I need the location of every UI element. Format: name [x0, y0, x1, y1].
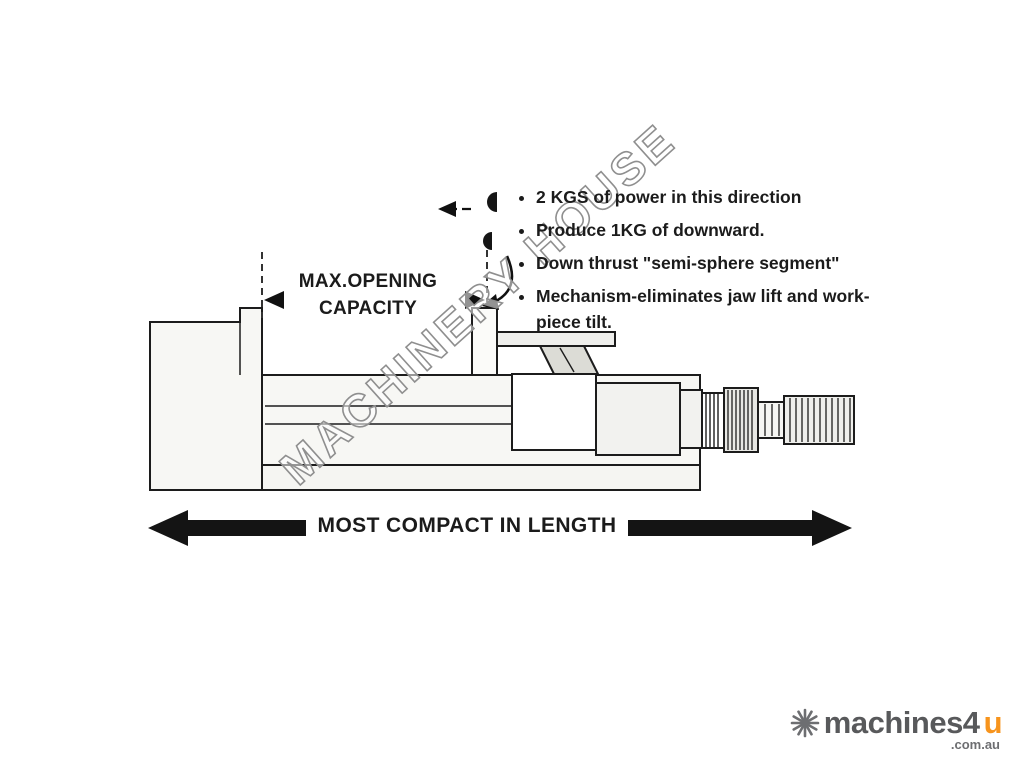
max-opening-line1: MAX.OPENING	[298, 271, 438, 292]
max-opening-label: MAX.OPENING CAPACITY	[278, 268, 458, 322]
length-arrow	[148, 510, 852, 546]
length-arrow-head-right	[812, 510, 852, 546]
movable-jaw	[471, 307, 498, 376]
length-arrow-head-left	[148, 510, 188, 546]
fixed-jaw	[149, 307, 263, 491]
annotation-item: Mechanism-eliminates jaw lift and work-p…	[536, 283, 878, 335]
direction-arrow	[438, 201, 456, 217]
vise-drawing	[149, 307, 855, 491]
annotation-items: 2 KGS of power in this direction Produce…	[518, 184, 878, 335]
annotation-item: 2 KGS of power in this direction	[536, 184, 878, 210]
cylinder	[595, 382, 681, 456]
dimension-arrow-right	[465, 291, 485, 309]
dimension-arrow-left	[264, 291, 284, 309]
max-opening-line2: CAPACITY	[318, 298, 418, 319]
wedge-segment	[538, 345, 600, 375]
logo-brand-text: machines4	[823, 705, 980, 740]
annotation-graphics	[261, 192, 514, 318]
screw-housing	[511, 373, 597, 451]
knurled-nut	[723, 387, 759, 453]
annotation-item: Produce 1KG of downward.	[536, 217, 878, 243]
annotation-item: Down thrust "semi-sphere segment"	[536, 250, 878, 276]
machines4u-logo-icon	[790, 708, 820, 738]
logo-domain-text: .com.au	[950, 737, 1000, 752]
annotation-list: 2 KGS of power in this direction Produce…	[518, 184, 878, 342]
semi-sphere-segment-upper	[487, 192, 497, 212]
logo-accent-text: u	[983, 705, 1003, 740]
shaft	[757, 401, 785, 439]
semi-sphere-segment-lower	[483, 232, 492, 250]
most-compact-label: MOST COMPACT IN LENGTH	[317, 514, 617, 537]
